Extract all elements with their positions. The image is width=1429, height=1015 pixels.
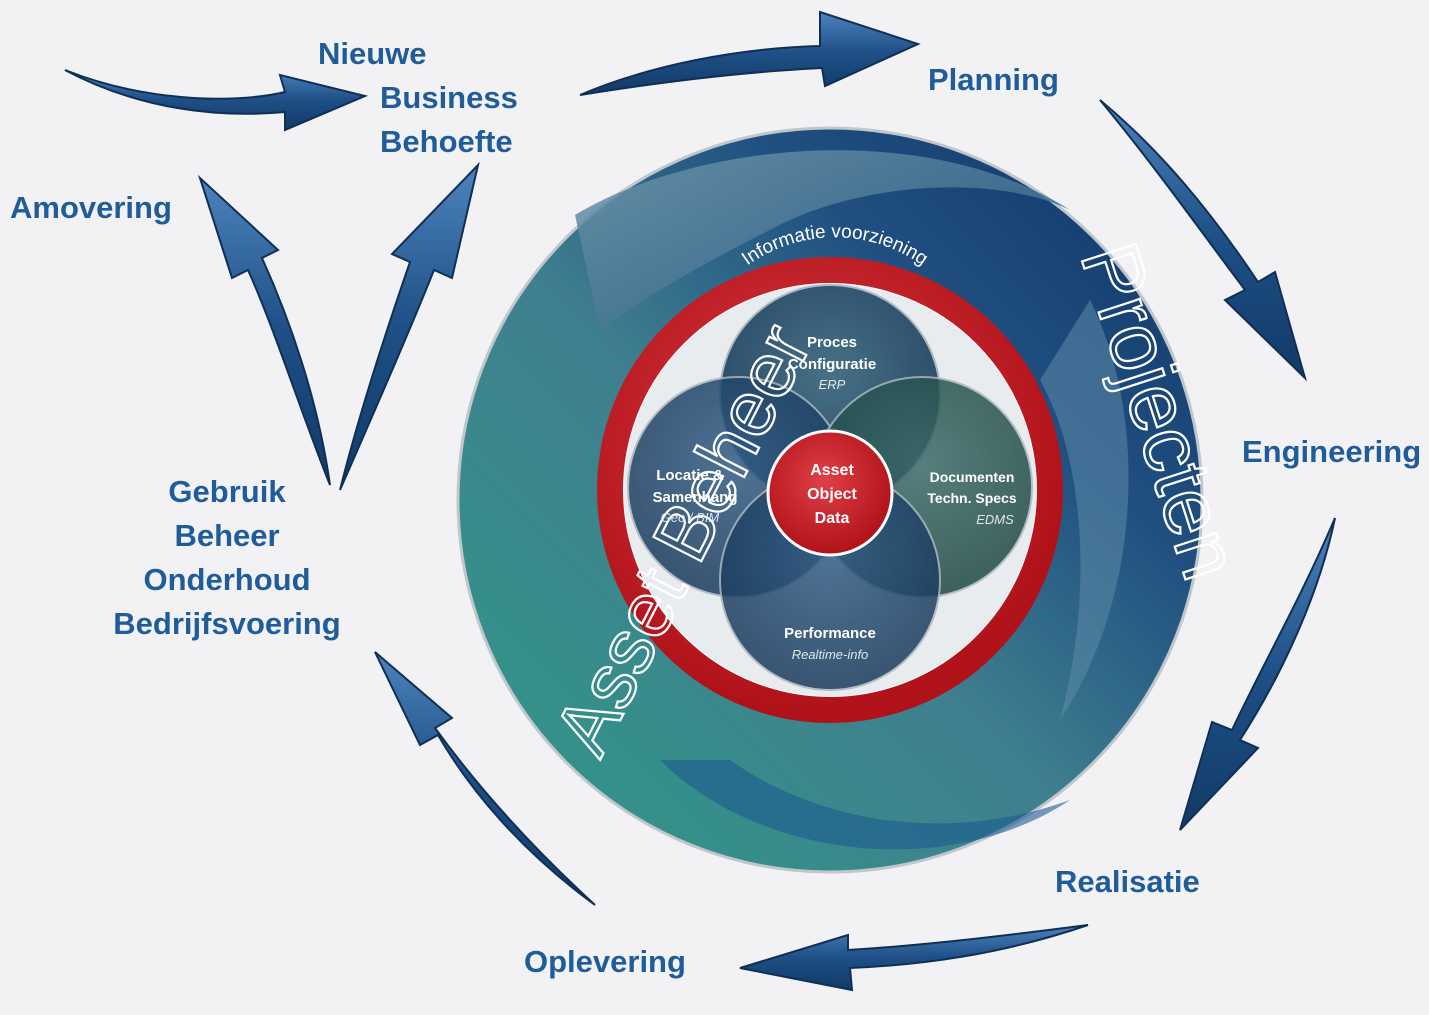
documenten-title-2: Techn. Specs: [927, 490, 1016, 506]
label-gebruik: Gebruik: [168, 474, 286, 509]
label-behoefte: Behoefte: [380, 124, 513, 159]
label-beheer: Beheer: [174, 518, 280, 553]
arrow-to-oplevering: [739, 924, 1089, 992]
locatie-subtitle: Geo / BIM: [661, 510, 720, 525]
proces-title-2: Configuratie: [788, 356, 876, 373]
arrow-to-realisatie: [1179, 517, 1336, 831]
label-oplevering: Oplevering: [524, 944, 686, 979]
label-nieuwe-business-behoefte: Nieuwe Business Behoefte: [318, 32, 518, 164]
performance-title: Performance: [784, 625, 876, 642]
locatie-title-1: Locatie &: [656, 467, 724, 484]
label-engineering: Engineering: [1242, 434, 1422, 469]
label-gebruik-beheer: Gebruik Beheer Onderhoud Bedrijfsvoering: [105, 470, 349, 646]
swirl-top: [575, 150, 1070, 330]
swirl-right: [1040, 300, 1129, 720]
label-nieuwe: Nieuwe: [318, 36, 427, 71]
label-onderhoud: Onderhoud: [143, 562, 311, 597]
documenten-subtitle: EDMS: [976, 512, 1014, 527]
label-realisatie: Realisatie: [1055, 864, 1200, 899]
arrow-to-engineering: [1099, 99, 1307, 382]
arrow-to-nieuwe: [64, 69, 369, 132]
performance-subtitle: Realtime-info: [792, 647, 869, 662]
swirl-bottom: [660, 760, 1070, 850]
label-planning: Planning: [928, 62, 1059, 97]
documenten-title-1: Documenten: [930, 469, 1015, 485]
locatie-title-2: Samenhang: [652, 489, 737, 506]
center-line-2: Object: [807, 486, 857, 503]
label-amovering: Amovering: [10, 190, 172, 225]
cycle-arrows: [64, 10, 1336, 992]
proces-subtitle: ERP: [819, 377, 846, 392]
center-line-3: Data: [815, 510, 850, 527]
proces-title-1: Proces: [807, 334, 857, 351]
center-circle: [766, 429, 894, 557]
arrow-to-amovering: [197, 174, 331, 486]
label-business: Business: [380, 80, 518, 115]
info-ring: [597, 257, 1063, 723]
label-bedrijfsvoering: Bedrijfsvoering: [113, 606, 341, 641]
arrow-gebruik-to-nieuwe: [339, 161, 480, 491]
arrow-to-planning: [579, 10, 921, 96]
arrow-to-gebruik: [374, 651, 596, 906]
center-line-1: Asset: [810, 462, 854, 479]
